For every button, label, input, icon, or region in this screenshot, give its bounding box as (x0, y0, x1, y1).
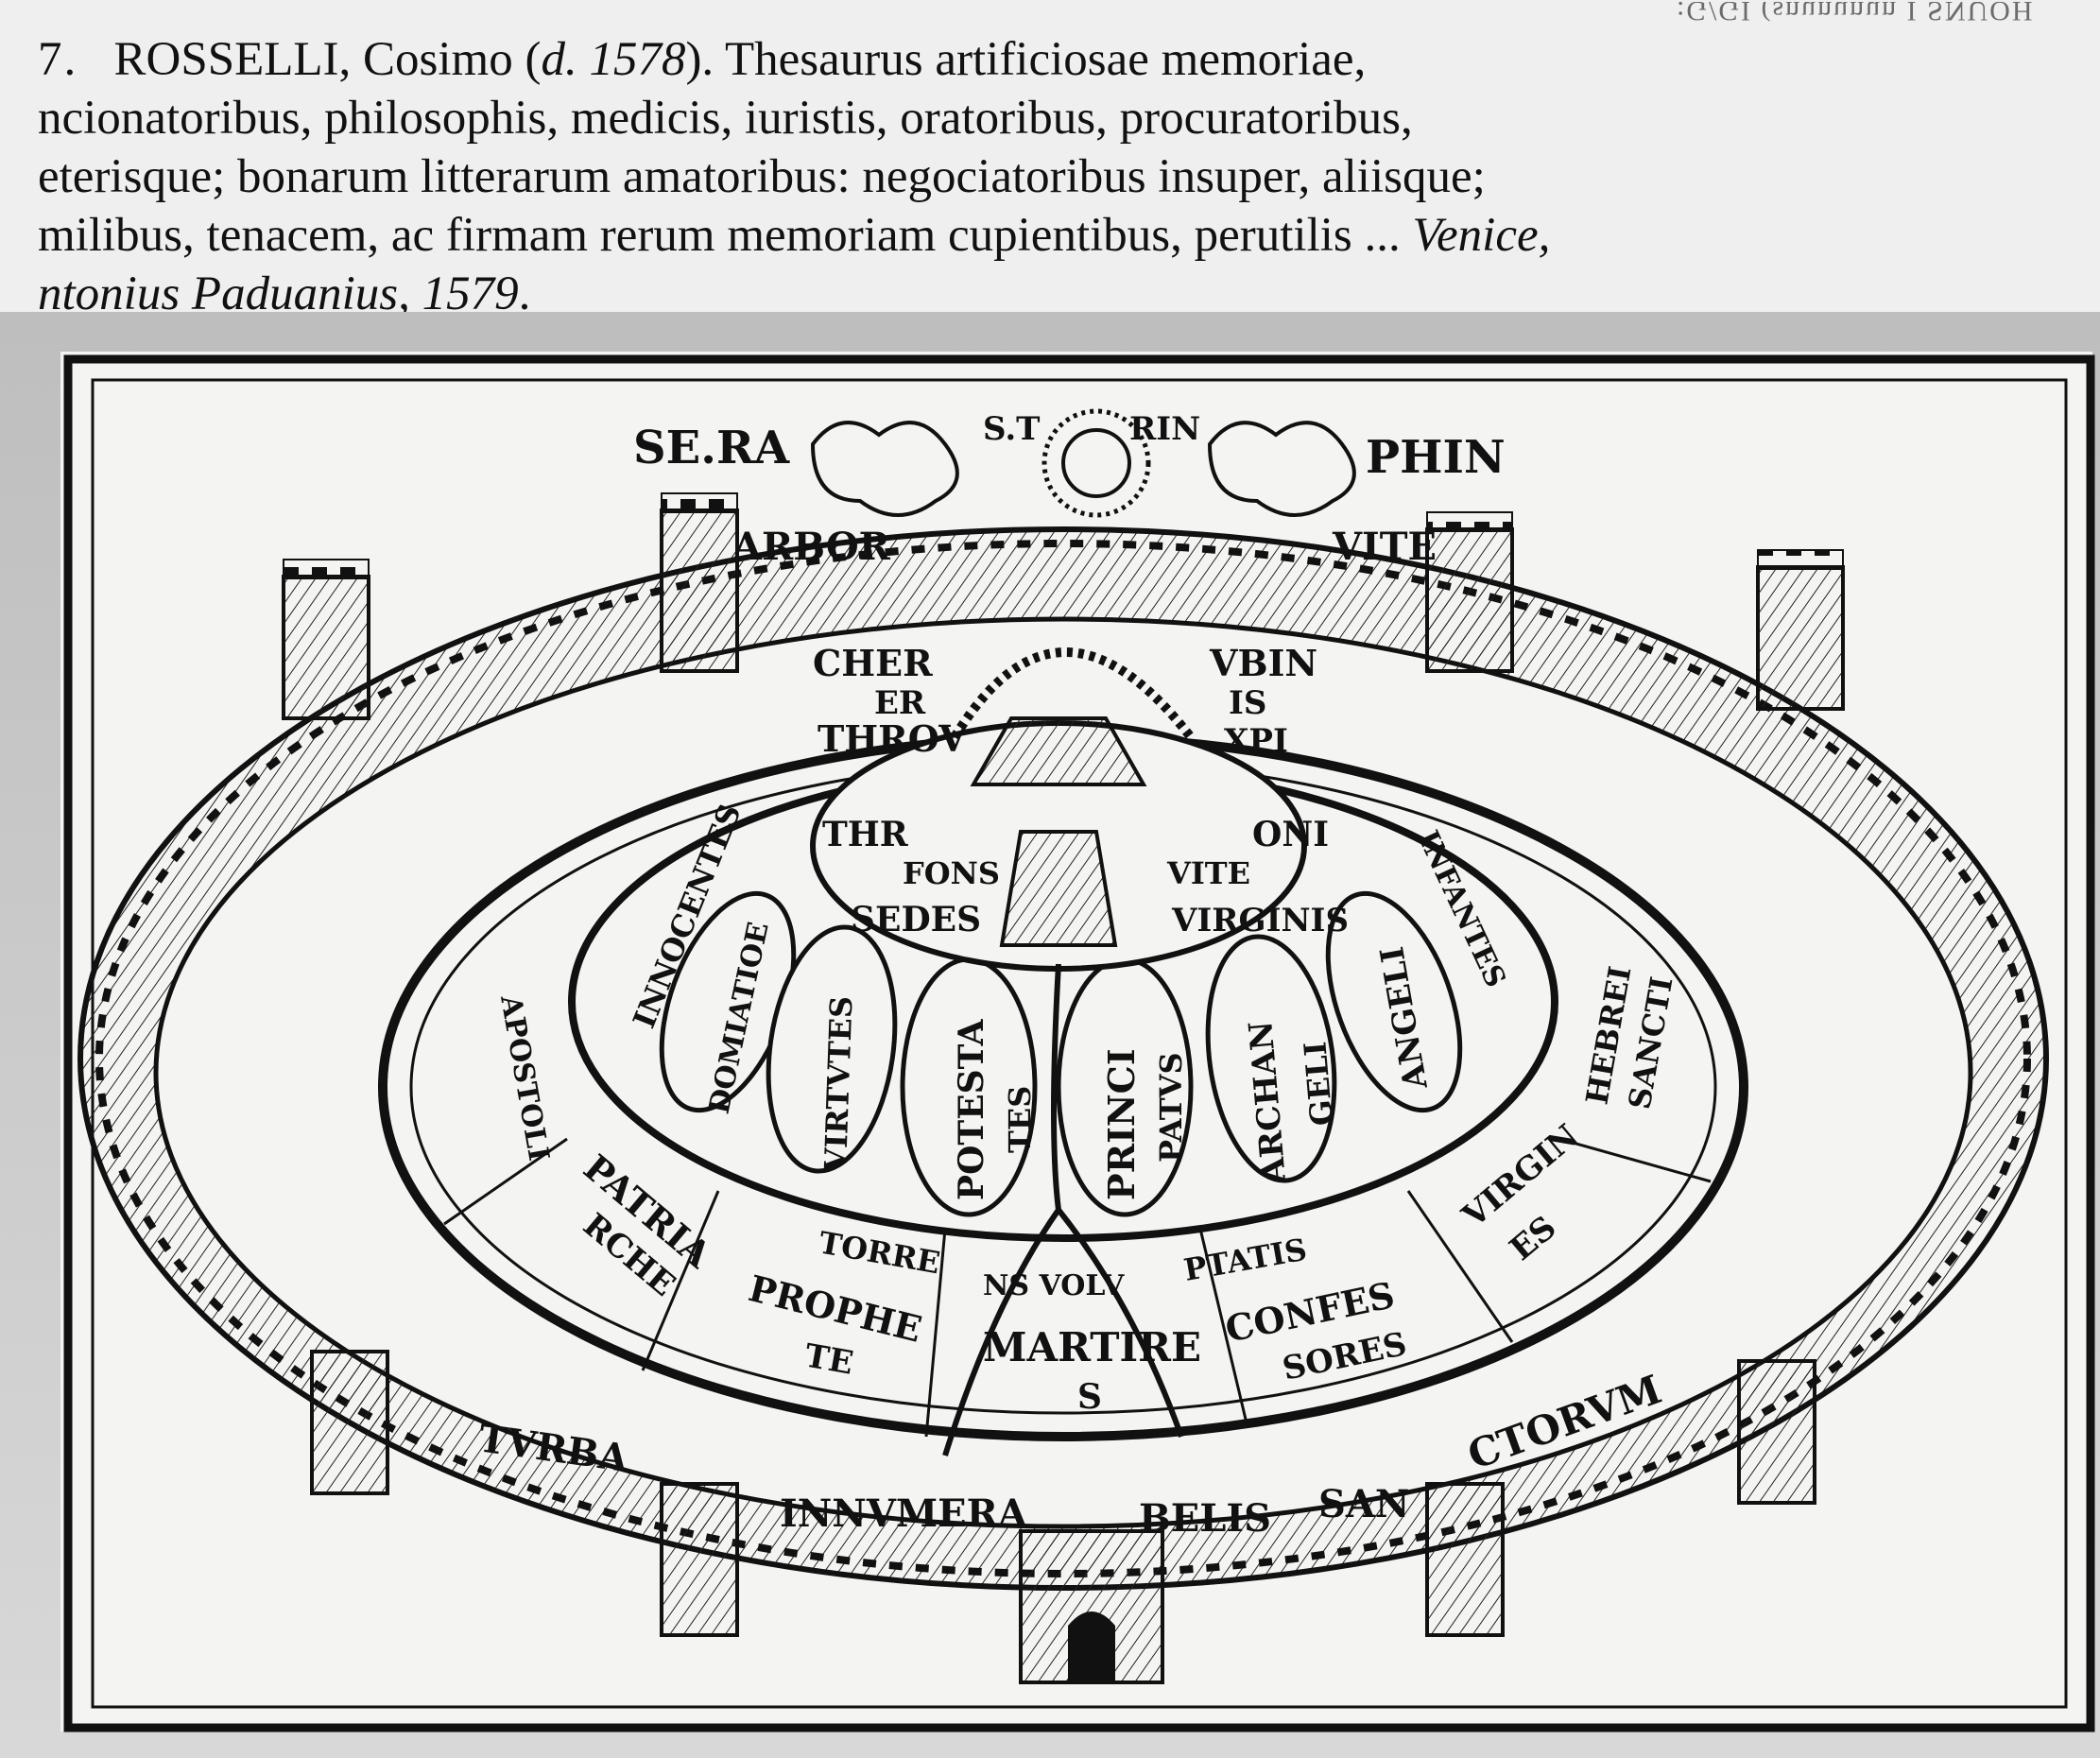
entry-title-start: ). Thesaurus artificiosae memoriae, (685, 33, 1367, 86)
entry-author: ROSSELLI, Cosimo ( (113, 33, 542, 86)
label-st: S.T (983, 410, 1040, 448)
entry-dates: d. 1578 (541, 33, 686, 86)
label-innvmera: INNVMERA (780, 1491, 1028, 1536)
entry-line-5: ntonius Paduanius, 1579. (38, 265, 1833, 323)
top-labels: SE.RA S.T RIN PHIN ARBOR VITE (633, 410, 1506, 569)
entry-line-4-text: milibus, tenacem, ac firmam rerum memori… (38, 209, 1413, 262)
saints-ring-dividers (443, 1137, 1712, 1438)
caption-paper (0, 0, 2100, 312)
label-phin: PHIN (1366, 431, 1506, 484)
label-vbin: VBIN (1209, 642, 1317, 684)
label-tes: TES (1002, 1086, 1038, 1153)
plate-frame-outer (63, 354, 2095, 1732)
catalog-entry: 7. ROSSELLI, Cosimo (d. 1578). Thesaurus… (38, 30, 1833, 323)
sun-halo (1041, 408, 1151, 518)
label-martire: MARTIRE (983, 1324, 1201, 1370)
label-thr: THR (822, 815, 909, 854)
label-vite-top: VITE (1332, 525, 1437, 569)
label-arbor: ARBOR (732, 525, 891, 569)
tower-bottom-left (310, 1350, 389, 1495)
trinity-circle (1061, 428, 1131, 498)
entry-printer: ntonius Paduanius, 1579 (38, 267, 519, 320)
tower-top-left (282, 559, 370, 720)
gate-bottom-center (1019, 1529, 1164, 1684)
label-sedes: SEDES (851, 900, 981, 939)
label-xpi: XPI (1224, 722, 1288, 760)
label-te: TE (801, 1336, 855, 1382)
tower-top-center-left (660, 492, 739, 673)
entry-period: . (518, 267, 531, 320)
throne-dome (970, 716, 1147, 786)
label-princi: PRINCI (1100, 1048, 1143, 1200)
entry-line-4: milibus, tenacem, ac firmam rerum memori… (38, 206, 1833, 265)
label-belis: BELIS (1139, 1496, 1271, 1541)
label-sera: SE.RA (633, 422, 790, 474)
tower-top-center-right (1425, 511, 1514, 673)
seraphim-clouds (810, 421, 1356, 517)
label-vite-center: VITE (1166, 855, 1250, 891)
tower-top-right (1756, 549, 1845, 711)
label-oni: ONI (1252, 815, 1329, 854)
label-ns-volv: NS VOLV (983, 1269, 1125, 1302)
city-wall-battlements (95, 540, 2031, 1577)
throne-labels: CHER ER THROV VBIN IS XPI (813, 642, 1317, 760)
label-er: ER (874, 684, 926, 722)
label-rin: RIN (1129, 410, 1200, 448)
center-labels: THR ONI FONS VITE SEDES VIRGINIS (822, 815, 1349, 939)
label-san: SAN (1318, 1482, 1409, 1526)
label-fons: FONS (903, 855, 1000, 891)
rainbow-arch (950, 647, 1195, 741)
label-virtvtes: VIRTVTES (818, 995, 859, 1173)
label-s: S (1077, 1377, 1102, 1417)
label-virginis: VIRGINIS (1171, 902, 1349, 939)
river-of-pleasure (942, 963, 1184, 1456)
tower-bottom-center-left (660, 1482, 739, 1637)
label-geli: GELI (1297, 1040, 1340, 1127)
label-throv: THROV (818, 717, 968, 760)
label-patvs: PATVS (1153, 1052, 1189, 1163)
hierarchy-ovals (659, 890, 1463, 1217)
label-potesta: POTESTA (952, 1019, 991, 1200)
entry-line-3: eterisque; bonarum litterarum amatoribus… (38, 150, 1486, 203)
label-is: IS (1229, 684, 1266, 722)
throne-stairs (999, 830, 1118, 947)
entry-line-1: 7. ROSSELLI, Cosimo (d. 1578). Thesaurus… (38, 30, 1833, 89)
label-cher: CHER (813, 642, 933, 684)
tower-bottom-right (1737, 1359, 1816, 1505)
entry-line-2: ncionatoribus, philosophis, medicis, iur… (38, 92, 1413, 145)
entry-number: 7. (38, 33, 78, 86)
entry-place: Venice, (1412, 209, 1551, 262)
tower-bottom-center-right (1425, 1482, 1505, 1637)
